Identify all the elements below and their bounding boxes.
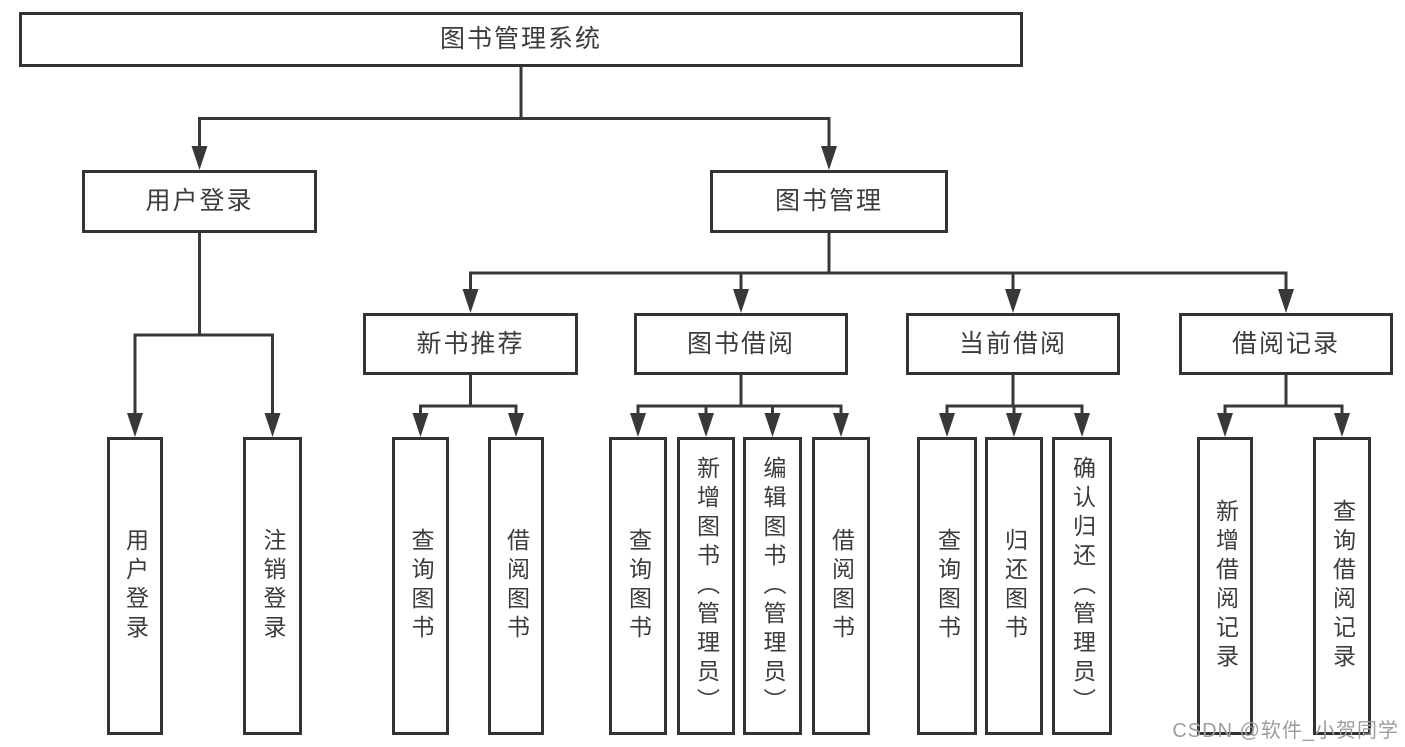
node-user-login: 用户登录 bbox=[82, 170, 317, 233]
node-label-logout-leaf: 注销登录 bbox=[260, 528, 286, 644]
watermark: CSDN @软件_小贺同学 bbox=[1172, 720, 1399, 742]
node-book-mgmt: 图书管理 bbox=[710, 170, 948, 233]
node-nb-query-book: 查询图书 bbox=[392, 437, 449, 735]
node-borrow-records: 借阅记录 bbox=[1179, 313, 1393, 375]
node-cb-confirm: 确认归还（管理员） bbox=[1052, 437, 1112, 735]
node-label-bb-add-book: 新增图书（管理员） bbox=[693, 455, 720, 717]
node-br-query-record: 查询借阅记录 bbox=[1313, 437, 1371, 735]
node-login-leaf: 用户登录 bbox=[107, 437, 163, 735]
node-label-cb-return-book: 归还图书 bbox=[1001, 528, 1028, 644]
node-bb-borrow-book: 借阅图书 bbox=[812, 437, 870, 735]
node-label-bb-edit-book: 编辑图书（管理员） bbox=[760, 455, 786, 717]
node-label-new-books: 新书推荐 bbox=[416, 329, 525, 358]
node-label-borrow-records: 借阅记录 bbox=[1231, 329, 1340, 358]
node-nb-borrow-book: 借阅图书 bbox=[488, 437, 544, 735]
node-bb-add-book: 新增图书（管理员） bbox=[677, 437, 735, 735]
node-label-login-leaf: 用户登录 bbox=[122, 528, 149, 644]
node-label-br-add-record: 新增借阅记录 bbox=[1212, 499, 1239, 673]
node-label-nb-borrow-book: 借阅图书 bbox=[503, 528, 530, 644]
node-new-books: 新书推荐 bbox=[363, 313, 578, 375]
node-bb-query-book: 查询图书 bbox=[609, 437, 667, 735]
node-label-book-borrow: 图书借阅 bbox=[686, 329, 795, 358]
node-root: 图书管理系统 bbox=[19, 12, 1023, 67]
node-label-user-login: 用户登录 bbox=[145, 187, 254, 215]
node-logout-leaf: 注销登录 bbox=[243, 437, 302, 735]
node-label-bb-query-book: 查询图书 bbox=[625, 528, 652, 644]
node-label-br-query-record: 查询借阅记录 bbox=[1329, 499, 1356, 673]
node-label-book-mgmt: 图书管理 bbox=[774, 187, 883, 215]
node-label-bb-borrow-book: 借阅图书 bbox=[828, 528, 855, 644]
node-label-nb-query-book: 查询图书 bbox=[408, 528, 434, 644]
node-br-add-record: 新增借阅记录 bbox=[1197, 437, 1253, 735]
node-book-borrow: 图书借阅 bbox=[634, 313, 848, 375]
node-current-borrow: 当前借阅 bbox=[906, 313, 1120, 375]
node-cb-query-book: 查询图书 bbox=[917, 437, 977, 735]
node-label-cb-query-book: 查询图书 bbox=[934, 528, 961, 644]
node-label-cb-confirm: 确认归还（管理员） bbox=[1069, 455, 1096, 717]
node-label-root: 图书管理系统 bbox=[439, 25, 602, 53]
node-bb-edit-book: 编辑图书（管理员） bbox=[743, 437, 802, 735]
node-label-current-borrow: 当前借阅 bbox=[958, 329, 1067, 358]
node-cb-return-book: 归还图书 bbox=[985, 437, 1043, 735]
